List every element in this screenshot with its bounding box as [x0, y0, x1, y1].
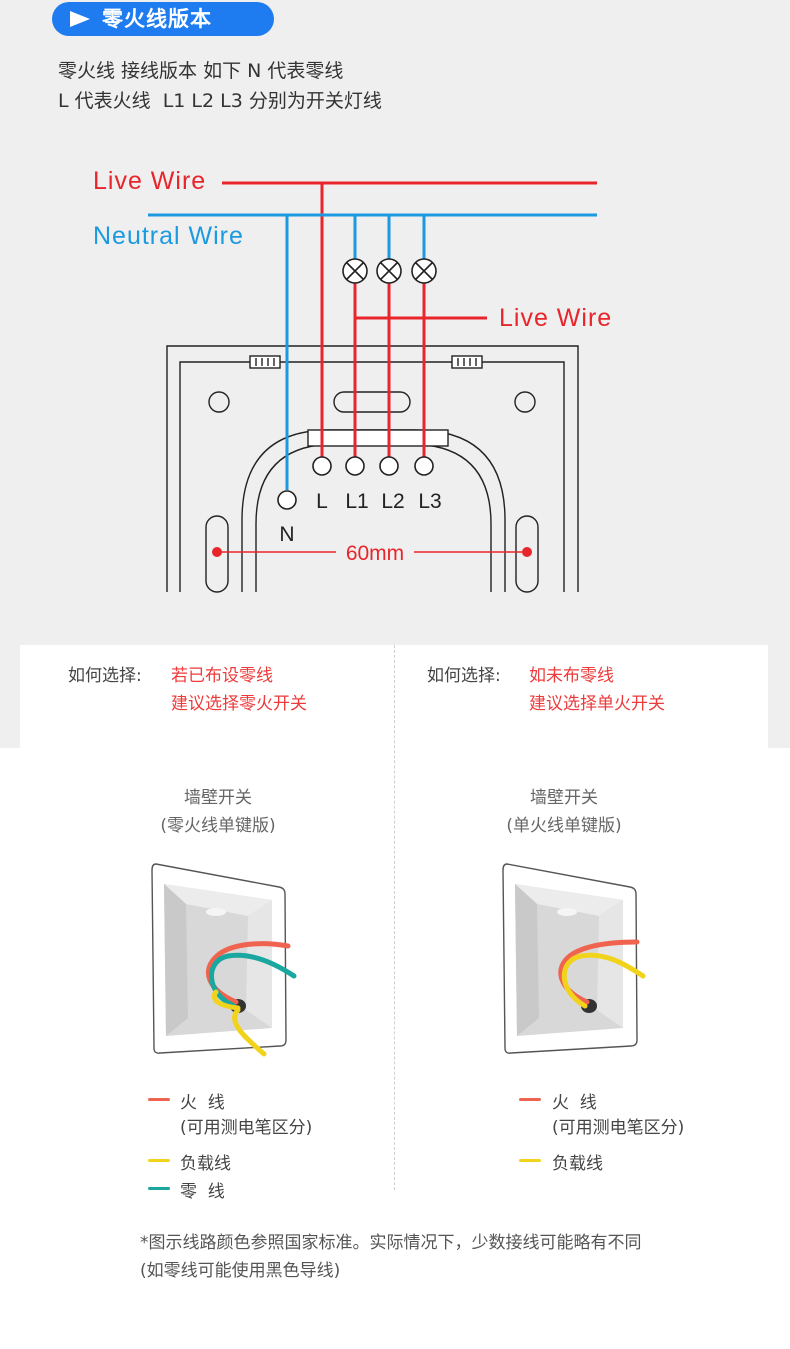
legend-swatch-load	[519, 1159, 541, 1162]
section-title: 零火线版本	[102, 7, 212, 31]
left-product-subtitle: (零火线单键版)	[160, 816, 276, 836]
terminal-label-l: L	[316, 490, 328, 513]
lamp-icon	[411, 258, 437, 284]
legend-left-live: 火 线	[180, 1093, 225, 1113]
intro-line-1: 零火线 接线版本 如下 N 代表零线	[58, 60, 344, 82]
legend-swatch-neutral	[148, 1187, 170, 1190]
terminal-label-l2: L2	[381, 490, 404, 513]
terminal-n	[277, 490, 297, 510]
switch-plate	[166, 345, 579, 593]
left-product-title: 墙壁开关	[184, 788, 252, 808]
legend-right-live: 火 线	[552, 1093, 597, 1113]
live-wires	[222, 181, 597, 459]
play-arrow-icon	[70, 11, 90, 27]
legend-right-live-note: (可用测电笔区分)	[552, 1118, 685, 1138]
left-wall-box-illustration	[151, 863, 297, 1057]
legend-left-neutral: 零 线	[180, 1182, 225, 1202]
terminals	[277, 456, 434, 510]
column-divider	[394, 645, 395, 1190]
live-wire-label-right: Live Wire	[499, 304, 612, 332]
terminal-label-l1: L1	[345, 490, 368, 513]
legend-swatch-live	[519, 1098, 541, 1101]
legend-right-load: 负载线	[552, 1154, 603, 1174]
right-product-subtitle: (单火线单键版)	[506, 816, 622, 836]
terminal-label-l3: L3	[418, 490, 441, 513]
legend-swatch-live	[148, 1098, 170, 1101]
terminal-l1	[345, 456, 365, 476]
dimension-line	[212, 547, 532, 557]
terminal-l2	[379, 456, 399, 476]
lamp-icon	[342, 258, 368, 284]
section-header-pill: 零火线版本	[52, 2, 274, 36]
choice-left-line2: 建议选择零火开关	[171, 694, 307, 714]
choice-left-line1: 若已布设零线	[171, 666, 273, 686]
right-wall-box-illustration	[502, 863, 646, 1054]
wiring-diagram: Live Wire Neutral Wire Live Wire L L1 L2…	[93, 167, 612, 593]
right-product-title: 墙壁开关	[530, 788, 598, 808]
legend-left-live-note: (可用测电笔区分)	[180, 1118, 313, 1138]
legend-swatch-load	[148, 1159, 170, 1162]
terminal-l3	[414, 456, 434, 476]
top-section	[0, 0, 790, 748]
footnote-line-2: (如零线可能使用黑色导线)	[140, 1261, 341, 1281]
dimension-label: 60mm	[346, 542, 404, 565]
choice-right-line1: 如未布零线	[529, 666, 614, 686]
neutral-wires	[148, 213, 597, 490]
terminal-label-n: N	[279, 523, 294, 546]
lamp-symbols	[342, 258, 437, 284]
live-wire-label-top: Live Wire	[93, 167, 206, 195]
intro-line-2: L 代表火线 L1 L2 L3 分别为开关灯线	[58, 90, 382, 112]
footnote-line-1: *图示线路颜色参照国家标准。实际情况下，少数接线可能略有不同	[140, 1233, 642, 1253]
choice-left-label: 如何选择:	[68, 666, 142, 686]
choice-right-line2: 建议选择单火开关	[529, 694, 665, 714]
neutral-wire-label: Neutral Wire	[93, 222, 244, 250]
legend-left-load: 负载线	[180, 1154, 231, 1174]
terminal-l	[312, 456, 332, 476]
lamp-icon	[376, 258, 402, 284]
choice-right-label: 如何选择:	[427, 666, 501, 686]
